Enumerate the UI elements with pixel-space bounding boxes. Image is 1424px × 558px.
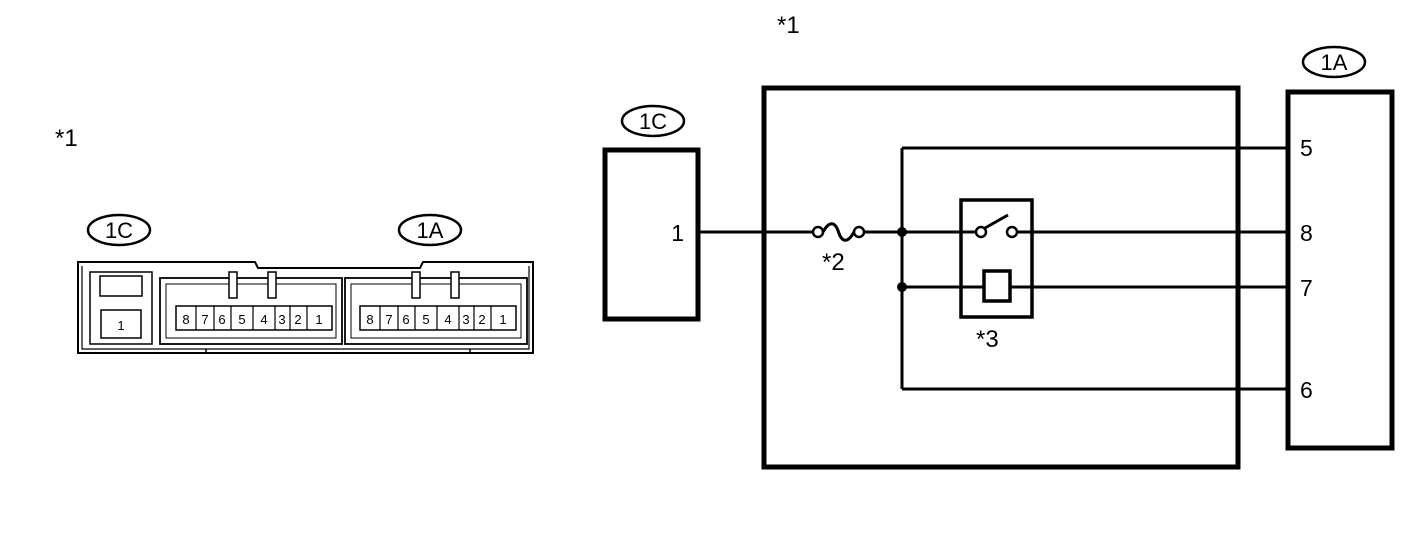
wires — [700, 146, 1288, 391]
block-2-pin-row — [359, 305, 517, 331]
block-2-pin-3: 3 — [462, 312, 469, 327]
block-2-key-left — [411, 271, 421, 299]
connector-1c-latch — [99, 275, 143, 297]
connector-1a-block-2: 8 7 6 5 4 3 2 1 — [344, 271, 528, 345]
schematic-1a-pin-6: 6 — [1300, 377, 1313, 403]
schematic-1a-connector — [1285, 89, 1395, 451]
schematic-1c-connector — [602, 147, 701, 322]
connector-1a-tag: 1A — [417, 218, 444, 243]
relay-label: *3 — [976, 326, 999, 353]
schematic: *1 1C 1 1A 5 8 7 6 — [602, 12, 1395, 470]
relay-coil — [982, 269, 1012, 303]
block-1-pin-5: 5 — [238, 312, 245, 327]
schematic-1c-tag-oval — [620, 104, 686, 138]
connector-1c-tag: 1C — [105, 218, 133, 243]
connector-1a-block-1: 8 7 6 5 4 3 2 1 — [159, 271, 343, 345]
block-1-pin-7: 7 — [201, 312, 208, 327]
connector-1a-tag-oval — [397, 213, 463, 247]
connector-view-ref-label: *1 — [55, 125, 78, 152]
block-1-pin-1: 1 — [315, 312, 322, 327]
connector-face-view: *1 1C 1A 1 — [55, 125, 534, 354]
connector-1c-section: 1 — [89, 271, 153, 345]
block-2-pin-8: 8 — [366, 312, 373, 327]
schematic-1a-pin-7: 7 — [1300, 275, 1313, 301]
fuse-symbol — [811, 222, 866, 242]
block-1-key-right — [267, 271, 277, 299]
relay-switch-contact — [961, 213, 1032, 239]
block-2-pin-5: 5 — [422, 312, 429, 327]
schematic-1c-pin-1: 1 — [671, 220, 684, 246]
module-box — [761, 85, 1241, 470]
block-1-pin-row — [175, 305, 333, 331]
junction-dot-lower — [897, 282, 907, 292]
block-2-pin-6: 6 — [402, 312, 409, 327]
connector-1c-tag-oval — [86, 213, 152, 247]
block-2-pin-2: 2 — [478, 312, 485, 327]
block-1-pin-3: 3 — [278, 312, 285, 327]
junction-dot-upper — [897, 227, 907, 237]
schematic-1a-pin-5: 5 — [1300, 135, 1313, 161]
block-2-pin-1: 1 — [499, 312, 506, 327]
block-2-pin-4: 4 — [444, 312, 451, 327]
connector-1c-pin-label: 1 — [117, 318, 124, 333]
block-2-key-right — [450, 271, 460, 299]
fuse-label: *2 — [822, 249, 845, 276]
schematic-1c-tag: 1C — [639, 109, 667, 134]
block-1-pin-8: 8 — [182, 312, 189, 327]
schematic-1a-pin-8: 8 — [1300, 220, 1313, 246]
connector-1c-pin-cell — [100, 309, 142, 339]
block-1-pin-6: 6 — [218, 312, 225, 327]
block-1-pin-4: 4 — [260, 312, 267, 327]
schematic-1a-tag-oval — [1301, 45, 1367, 79]
block-2-pin-7: 7 — [385, 312, 392, 327]
connector-housing-inner — [81, 266, 530, 350]
schematic-1a-tag: 1A — [1321, 50, 1348, 75]
block-1-key-left — [228, 271, 238, 299]
schematic-ref-label: *1 — [777, 12, 800, 39]
block-1-pin-2: 2 — [294, 312, 301, 327]
